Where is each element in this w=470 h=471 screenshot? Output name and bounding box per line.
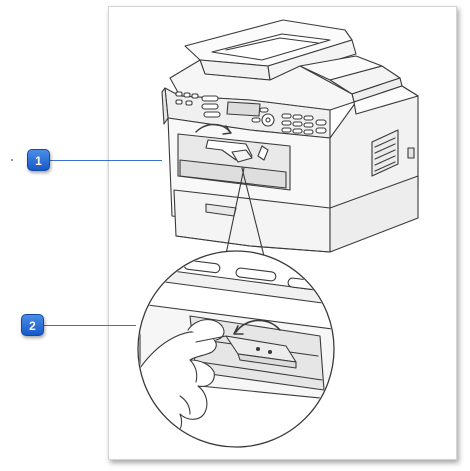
callout-2-leader [44, 325, 136, 326]
paper-tray [173, 175, 419, 253]
paper-output-slot [177, 123, 291, 191]
callout-badge-1: 1 [27, 149, 50, 171]
document-feeder-lid [184, 19, 357, 81]
callout-badge-2: 2 [21, 314, 44, 336]
lcd-display [226, 101, 261, 117]
callout-1-leader [50, 160, 162, 161]
keypad [281, 113, 327, 135]
stray-dot [11, 159, 13, 161]
magnified-detail [137, 250, 335, 448]
